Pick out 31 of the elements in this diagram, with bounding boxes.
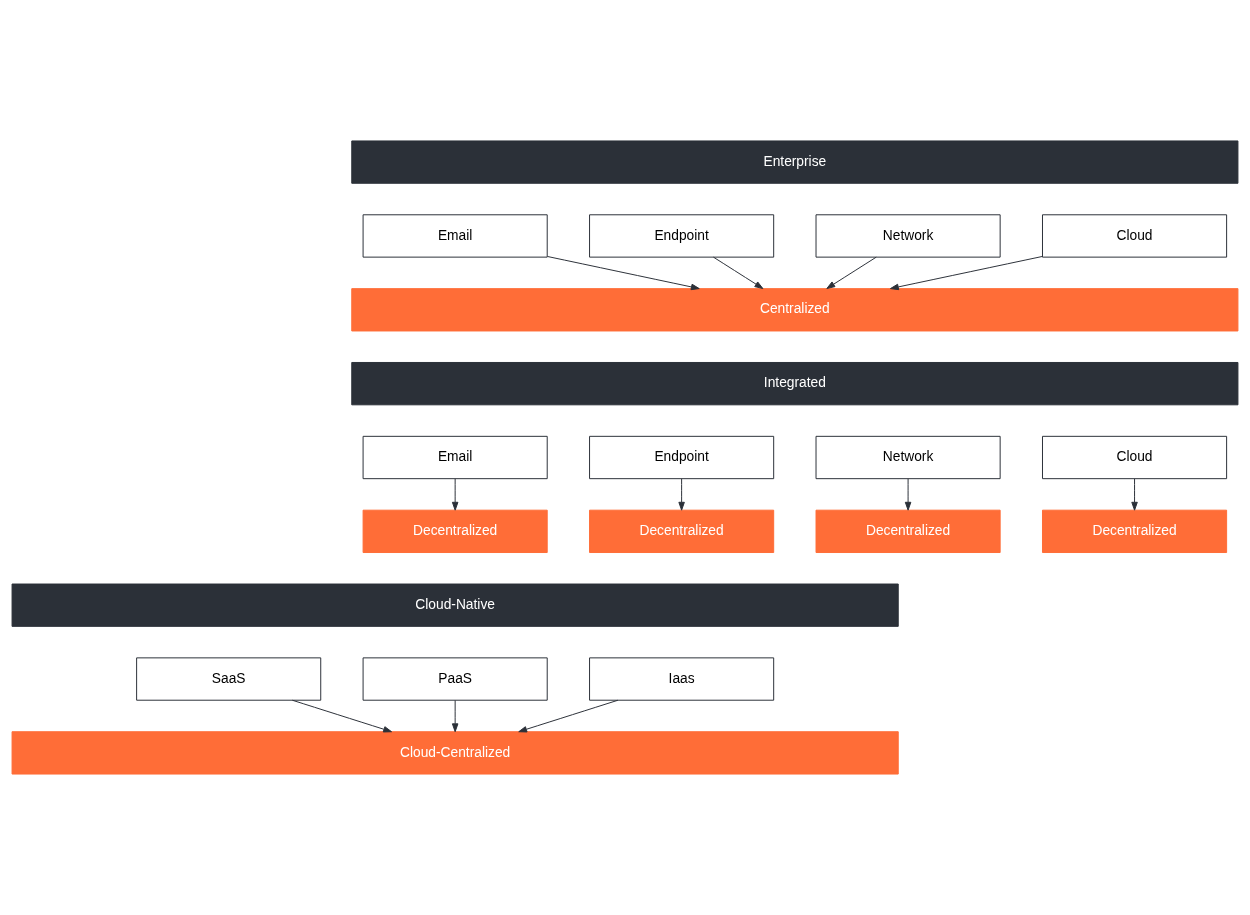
node-box: Cloud-Centralized — [11, 731, 899, 775]
node-box: SaaS — [136, 657, 322, 701]
arrow — [547, 256, 700, 291]
node-box: Integrated — [351, 362, 1239, 406]
arrow — [451, 478, 459, 511]
node-box: Enterprise — [351, 140, 1239, 184]
node-box: Decentralized — [815, 509, 1001, 553]
node-box: Cloud — [1042, 435, 1228, 480]
node-box: Iaas — [589, 657, 775, 701]
node-box: Email — [362, 214, 548, 258]
arrow — [1131, 478, 1138, 511]
node-box: Cloud — [1042, 214, 1228, 258]
node-box: PaaS — [362, 657, 548, 701]
node-box: Decentralized — [1042, 509, 1228, 553]
arrow — [826, 256, 877, 289]
arrow — [890, 256, 1043, 291]
node-box: Endpoint — [589, 214, 775, 258]
node-box: Centralized — [351, 288, 1239, 332]
node-box: Network — [815, 435, 1001, 480]
node-box: Endpoint — [589, 435, 775, 480]
arrow — [678, 478, 685, 511]
arrow — [291, 699, 393, 733]
node-box: Network — [815, 214, 1001, 258]
arrow — [904, 478, 912, 511]
node-box: Decentralized — [362, 509, 548, 553]
arrow — [451, 699, 459, 733]
arrow — [518, 699, 619, 733]
node-box: Cloud-Native — [11, 583, 899, 627]
arrow — [712, 256, 764, 289]
node-box: Decentralized — [589, 509, 775, 553]
node-box: Email — [362, 435, 548, 480]
